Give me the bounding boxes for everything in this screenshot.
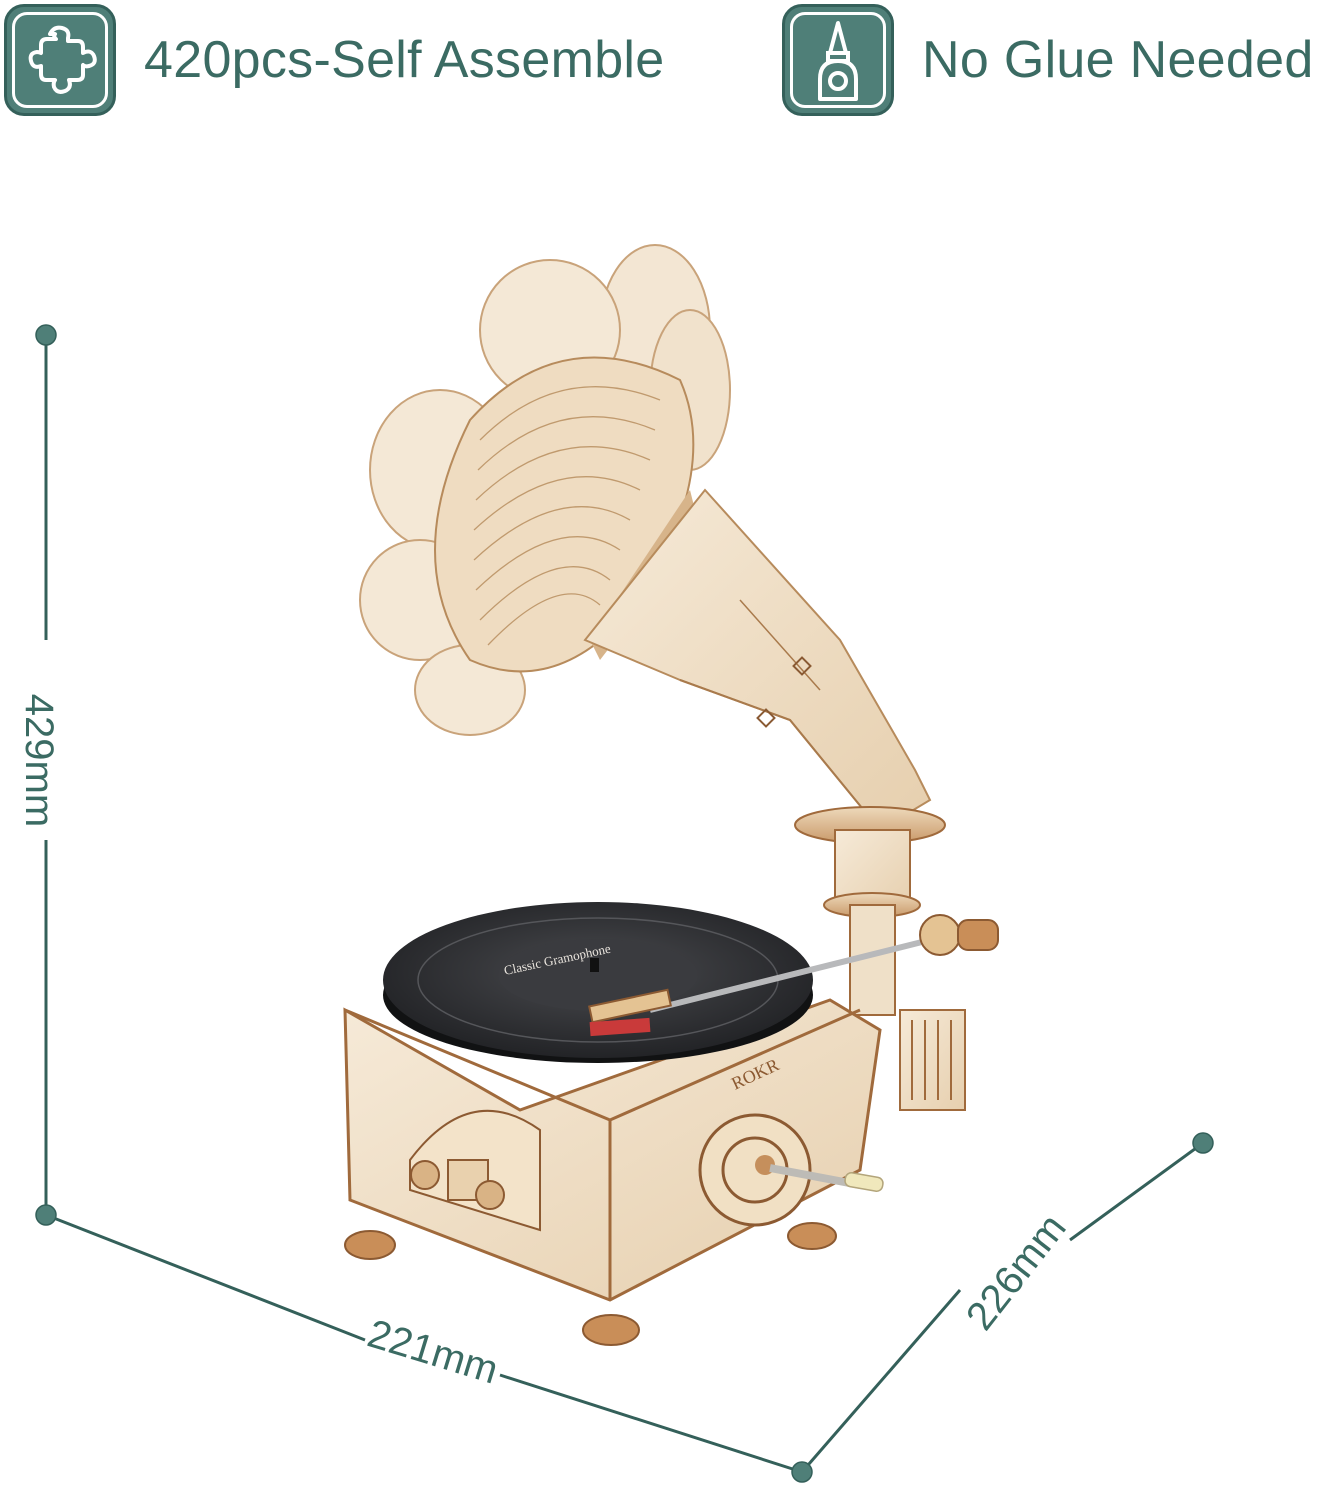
gramophone-base: ROKR [343,998,884,1346]
height-dimension-label: 429mm [17,693,62,828]
feature-label: 420pcs-Self Assemble [144,31,665,89]
height-bottom-marker [35,1204,57,1226]
tone-arm [588,914,999,1037]
depth-end-marker [1192,1132,1214,1154]
dimension-lines [44,335,1204,1474]
feature-no-glue: No Glue Needed [782,4,1314,116]
horn-bell [359,244,731,736]
horn-tube [583,488,932,832]
height-top-marker [35,324,57,346]
feature-self-assemble: 420pcs-Self Assemble [4,4,665,116]
vinyl-record: Classic Gramophone [383,902,813,1063]
corner-marker [791,1461,813,1483]
puzzle-piece-icon [4,4,116,116]
feature-label: No Glue Needed [922,31,1314,89]
glue-bottle-icon [782,4,894,116]
